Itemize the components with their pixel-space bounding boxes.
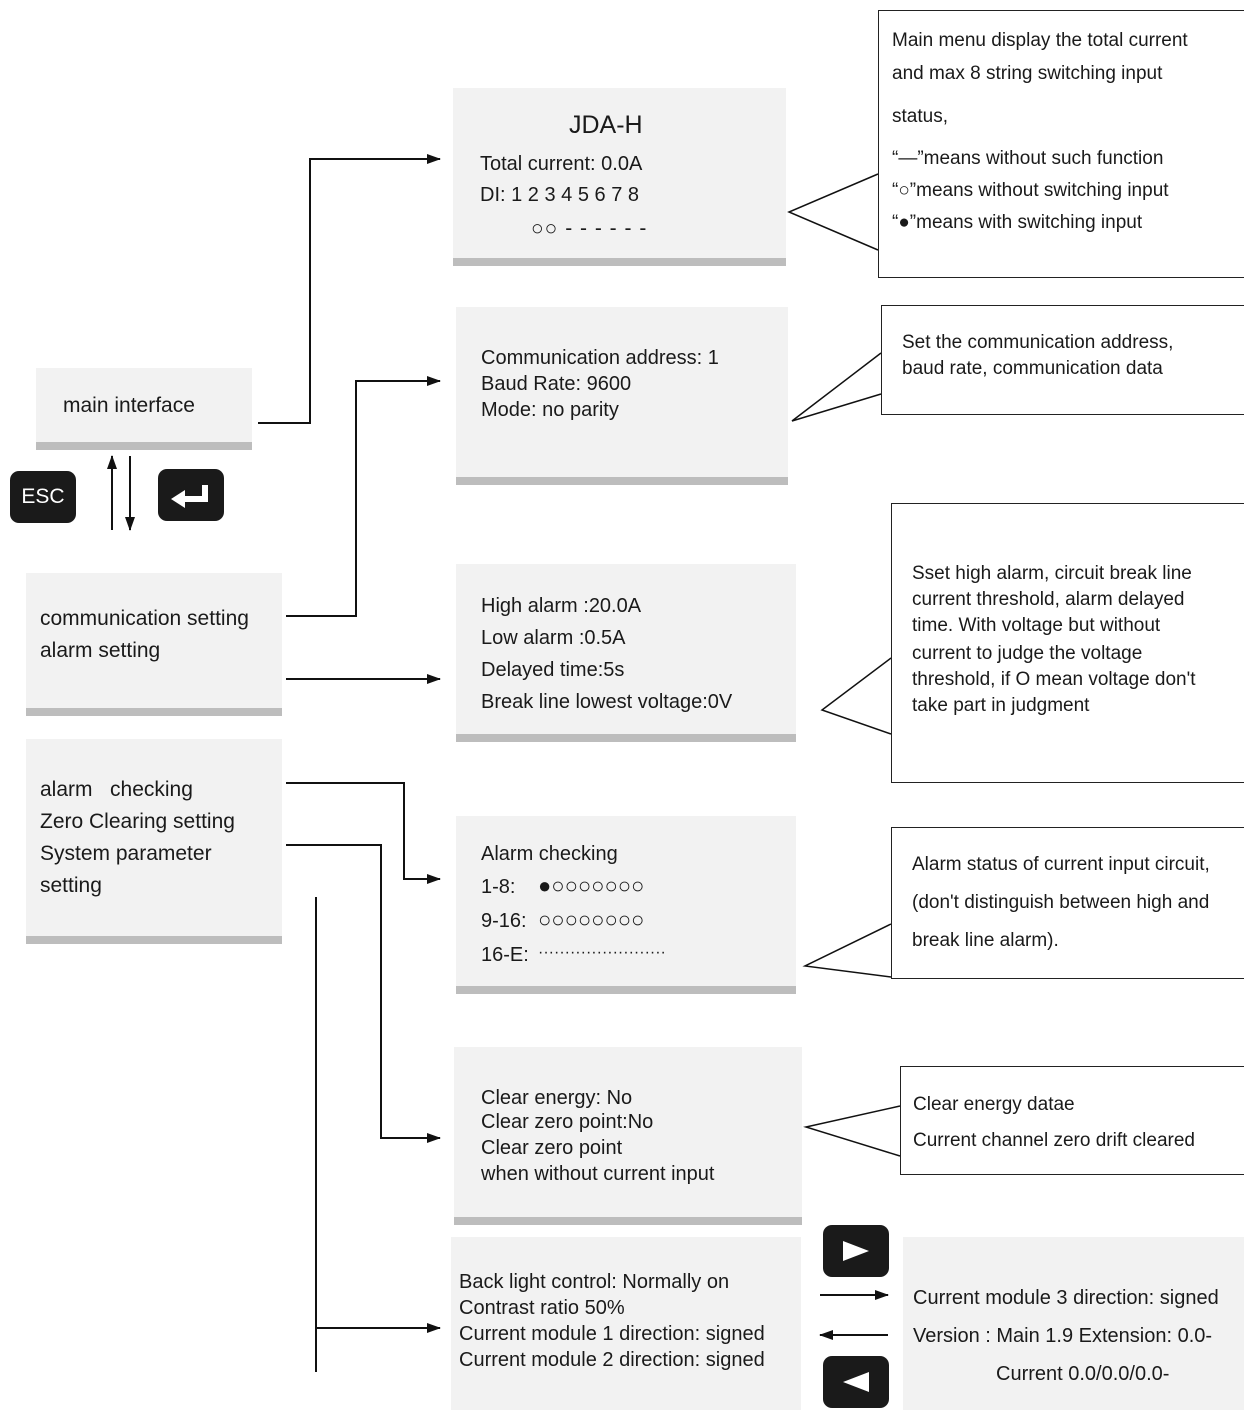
note-main-line4: “—”means without such function bbox=[892, 148, 1164, 169]
screen-check-row1-label: 1-8: bbox=[481, 876, 516, 898]
menu-item-zero-clearing[interactable]: Zero Clearing setting bbox=[40, 810, 235, 833]
screen-check-row3-label: 16-E: bbox=[481, 944, 529, 966]
screen-clear-zero-point-3: when without current input bbox=[481, 1163, 715, 1185]
note-main-menu: Main menu display the total current and … bbox=[878, 10, 1244, 278]
note-main-line6: “●”means with switching input bbox=[892, 212, 1143, 233]
screen-alarm-high: High alarm :20.0A bbox=[481, 595, 642, 617]
screen-alarm-break-line: Break line lowest voltage:0V bbox=[481, 691, 733, 713]
screen-system-contrast: Contrast ratio 50% bbox=[459, 1297, 625, 1319]
screen-alarm-low: Low alarm :0.5A bbox=[481, 627, 626, 649]
note-comm-line1: Set the communication address, bbox=[902, 332, 1174, 353]
right-key[interactable] bbox=[823, 1225, 889, 1277]
callout-pointer-alarm bbox=[820, 657, 892, 735]
screen-comm-mode: Mode: no parity bbox=[481, 399, 619, 421]
screen-clear-energy: Clear energy: No bbox=[481, 1087, 633, 1109]
screen-alarm-delay: Delayed time:5s bbox=[481, 659, 625, 681]
callout-pointer-comm bbox=[791, 352, 882, 422]
screen-communication: Communication address: 1 Baud Rate: 9600… bbox=[456, 307, 788, 485]
screen-comm-baud: Baud Rate: 9600 bbox=[481, 373, 632, 395]
menu-item-system-parameter[interactable]: System parameter bbox=[40, 842, 212, 865]
link-check-to-screen bbox=[286, 782, 441, 884]
screen-alarm-checking: Alarm checking 1-8: ●○○○○○○○ 9-16: ○○○○○… bbox=[456, 816, 796, 994]
menu-group-checks[interactable]: alarm checking Zero Clearing setting Sys… bbox=[26, 739, 282, 944]
screen-check-title: Alarm checking bbox=[481, 843, 618, 865]
screen-alarm-setting: High alarm :20.0A Low alarm :0.5A Delaye… bbox=[456, 564, 796, 742]
screen-check-row3-value: ························ bbox=[538, 944, 666, 961]
screen-system-parameter: Back light control: Normally on Contrast… bbox=[451, 1237, 801, 1410]
screen-system-module1: Current module 1 direction: signed bbox=[459, 1323, 765, 1345]
screen-main-di-label: DI: 1 2 3 4 5 6 7 8 bbox=[480, 184, 639, 206]
screen-system-parameter-page2: Current module 3 direction: signed Versi… bbox=[903, 1237, 1244, 1410]
note-alarm-checking: Alarm status of current input circuit, (… bbox=[891, 827, 1244, 979]
note-check-line3: break line alarm). bbox=[912, 930, 1059, 951]
note-alarm-line1: Sset high alarm, circuit break line bbox=[912, 563, 1192, 584]
screen-comm-address: Communication address: 1 bbox=[481, 347, 719, 369]
callout-pointer-main bbox=[787, 173, 879, 251]
screen-main: JDA-H Total current: 0.0A DI: 1 2 3 4 5 … bbox=[453, 88, 786, 266]
note-alarm-line2: current threshold, alarm delayed bbox=[912, 589, 1185, 610]
left-triangle-icon bbox=[843, 1372, 869, 1392]
main-interface-box[interactable]: main interface bbox=[36, 368, 252, 450]
note-comm-line2: baud rate, communication data bbox=[902, 358, 1163, 379]
screen-system-current: Current 0.0/0.0/0.0- bbox=[996, 1363, 1170, 1385]
screen-check-row2-value: ○○○○○○○○ bbox=[538, 907, 645, 932]
link-clear-to-screen bbox=[286, 844, 441, 1143]
screen-main-title: JDA-H bbox=[569, 111, 643, 139]
enter-arrow-icon bbox=[171, 485, 208, 508]
note-alarm-setting: Sset high alarm, circuit break line curr… bbox=[891, 503, 1244, 783]
note-alarm-line6: take part in judgment bbox=[912, 695, 1090, 716]
screen-clear-zero-point-2: Clear zero point bbox=[481, 1137, 623, 1159]
screen-clear-zero-point: Clear zero point:No bbox=[481, 1111, 654, 1133]
screen-system-version: Version : Main 1.9 Extension: 0.0- bbox=[913, 1325, 1213, 1347]
note-alarm-line4: current to judge the voltage bbox=[912, 643, 1143, 664]
main-interface-label: main interface bbox=[63, 394, 195, 417]
link-comm-to-screen bbox=[286, 376, 441, 617]
right-triangle-icon bbox=[843, 1241, 869, 1261]
note-clear-line2: Current channel zero drift cleared bbox=[913, 1130, 1195, 1151]
screen-system-backlight: Back light control: Normally on bbox=[459, 1271, 730, 1293]
screen-system-module2: Current module 2 direction: signed bbox=[459, 1349, 765, 1371]
link-main-to-screen bbox=[258, 154, 441, 424]
screen-main-di-status: ○○ - - - - - - bbox=[531, 217, 648, 240]
note-main-line2: and max 8 string switching input bbox=[892, 63, 1163, 84]
menu-item-system-parameter-cont: setting bbox=[40, 874, 102, 897]
esc-key[interactable]: ESC bbox=[10, 471, 76, 523]
callout-pointer-clear bbox=[803, 1105, 901, 1157]
menu-item-alarm-setting[interactable]: alarm setting bbox=[40, 639, 161, 662]
callout-pointer-check bbox=[802, 923, 892, 978]
note-main-line3: status, bbox=[892, 106, 948, 127]
menu-item-communication-setting[interactable]: communication setting bbox=[40, 607, 249, 630]
enter-key[interactable] bbox=[158, 469, 224, 521]
note-zero-clearing: Clear energy datae Current channel zero … bbox=[900, 1066, 1244, 1175]
menu-group-settings[interactable]: communication setting alarm setting bbox=[26, 573, 282, 716]
screen-main-total-current: Total current: 0.0A bbox=[480, 153, 643, 175]
note-check-line1: Alarm status of current input circuit, bbox=[912, 854, 1210, 875]
menu-item-alarm-checking[interactable]: alarm checking bbox=[40, 778, 193, 801]
note-alarm-line5: threshold, if O mean voltage don't bbox=[912, 669, 1196, 690]
note-alarm-line3: time. With voltage but without bbox=[912, 615, 1161, 636]
note-main-line1: Main menu display the total current bbox=[892, 30, 1188, 51]
screen-check-row2-label: 9-16: bbox=[481, 910, 527, 932]
note-check-line2: (don't distinguish between high and bbox=[912, 892, 1210, 913]
esc-key-label: ESC bbox=[21, 485, 65, 508]
note-communication: Set the communication address, baud rate… bbox=[881, 305, 1244, 415]
note-main-line5: “○”means without switching input bbox=[892, 180, 1169, 201]
screen-zero-clearing: Clear energy: No Clear zero point:No Cle… bbox=[454, 1047, 802, 1225]
screen-system-module3: Current module 3 direction: signed bbox=[913, 1287, 1219, 1309]
note-clear-line1: Clear energy datae bbox=[913, 1094, 1075, 1115]
left-key[interactable] bbox=[823, 1356, 889, 1408]
screen-check-row1-value: ●○○○○○○○ bbox=[538, 873, 645, 898]
